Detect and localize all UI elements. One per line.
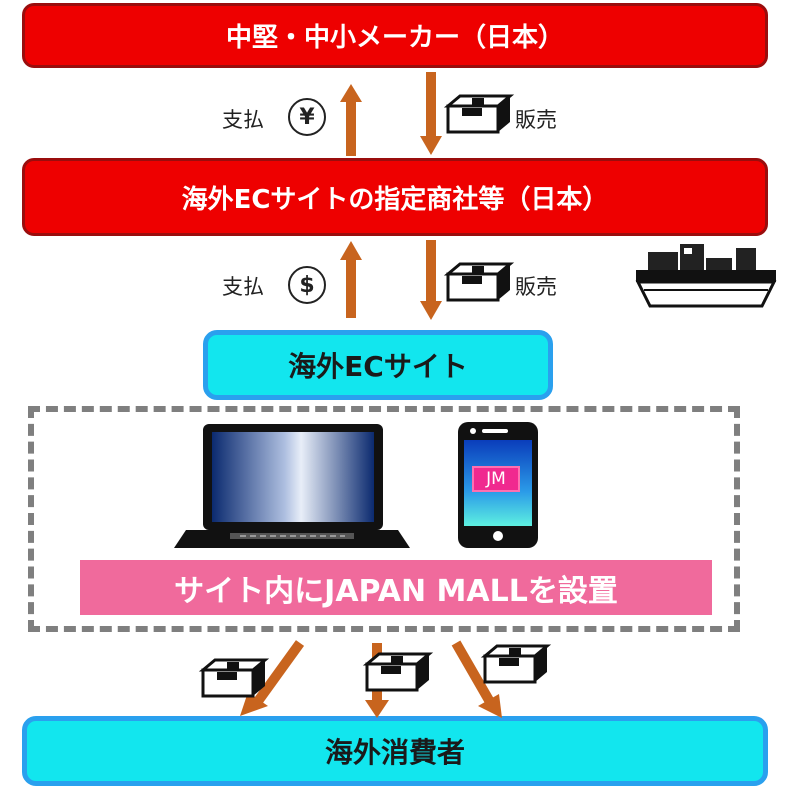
pay-label-2: 支払 bbox=[222, 275, 264, 299]
pay-label-1: 支払 bbox=[222, 108, 264, 132]
dollar-coin-icon: $ bbox=[288, 266, 326, 304]
consumers-box: 海外消費者 bbox=[22, 716, 768, 786]
delivery-arrow-right bbox=[451, 640, 495, 705]
delivery-arrow-right-head bbox=[478, 694, 502, 718]
maker-box: 中堅・中小メーカー（日本） bbox=[22, 3, 768, 68]
pay-arrow-1 bbox=[340, 84, 362, 156]
laptop-icon bbox=[174, 424, 410, 548]
pay-arrow-2 bbox=[340, 241, 362, 318]
ec-site-label: 海外ECサイト bbox=[288, 350, 468, 383]
trading-company-box: 海外ECサイトの指定商社等（日本） bbox=[22, 158, 768, 236]
delivery-arrow-left-head bbox=[240, 692, 268, 716]
dollar-symbol: $ bbox=[299, 272, 315, 298]
delivery-arrow-center-head bbox=[365, 700, 389, 718]
sell-label-1: 販売 bbox=[515, 108, 557, 132]
phone-jm-badge: JM bbox=[472, 466, 520, 492]
package-icon bbox=[362, 652, 434, 692]
package-icon bbox=[443, 94, 515, 134]
sell-arrow-1 bbox=[420, 72, 442, 155]
maker-label: 中堅・中小メーカー（日本） bbox=[225, 23, 564, 53]
cargo-ship-icon bbox=[635, 244, 777, 308]
sell-arrow-2 bbox=[420, 240, 442, 320]
sell-label-2: 販売 bbox=[515, 275, 557, 299]
japan-mall-banner-text: サイト内にJAPAN MALLを設置 bbox=[174, 573, 618, 609]
package-icon bbox=[480, 644, 552, 684]
japan-mall-container bbox=[28, 406, 740, 632]
consumers-label: 海外消費者 bbox=[324, 736, 465, 769]
japan-mall-banner: サイト内にJAPAN MALLを設置 bbox=[80, 560, 712, 615]
ec-site-box: 海外ECサイト bbox=[203, 330, 553, 400]
trading-company-label: 海外ECサイトの指定商社等（日本） bbox=[181, 184, 609, 215]
yen-coin-icon: ¥ bbox=[288, 98, 326, 136]
delivery-arrow-left bbox=[251, 640, 305, 707]
package-icon bbox=[198, 658, 270, 698]
package-icon bbox=[443, 262, 515, 302]
yen-symbol: ¥ bbox=[299, 104, 315, 130]
